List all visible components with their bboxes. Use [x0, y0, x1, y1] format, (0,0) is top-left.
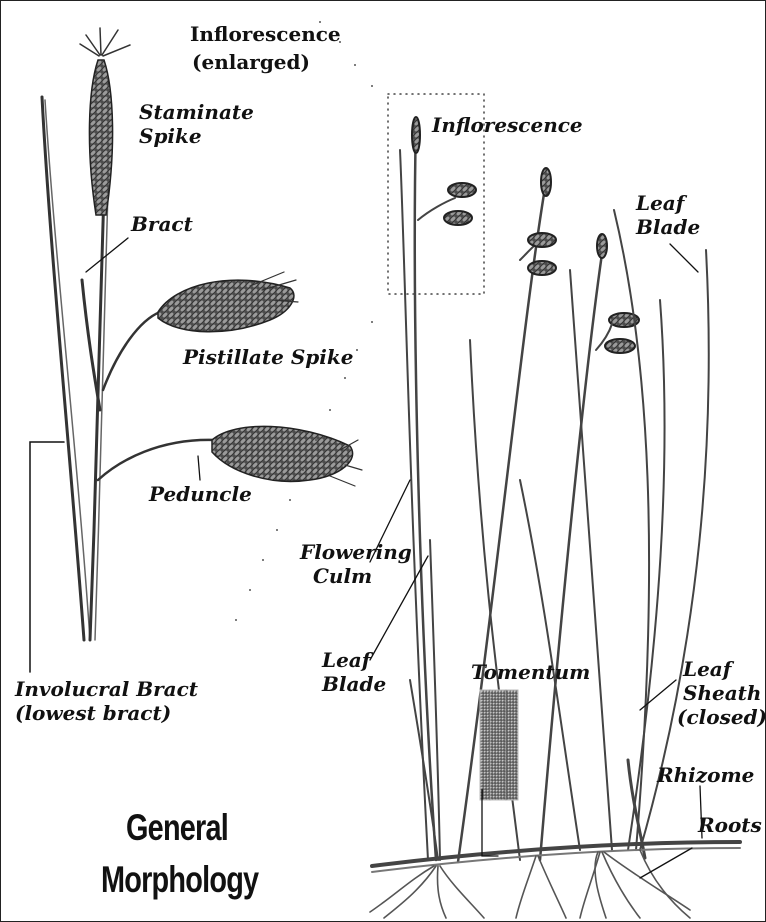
- title-line1: General: [126, 807, 228, 849]
- header-inflorescence-enlarged-line1: Inflorescence: [190, 22, 341, 47]
- label-leaf-sheath-line1: Leaf: [683, 658, 731, 681]
- peduncle-leader: [198, 456, 200, 480]
- header-inflorescence-enlarged-line2: (enlarged): [192, 50, 310, 75]
- involucral-bract-blade: [42, 97, 84, 640]
- label-flowering-culm-line2: Culm: [313, 565, 372, 588]
- label-pistillate-spike: Pistillate Spike: [183, 346, 353, 369]
- label-staminate-spike-line2: Spike: [139, 125, 202, 148]
- label-flowering-culm-line1: Flowering: [300, 541, 412, 564]
- leaf-blade-lower-leader: [370, 556, 428, 660]
- staminate-spike-shape: [89, 60, 112, 215]
- lower-pistillate-spike-shape: [212, 426, 353, 481]
- label-leaf-blade-top-line2: Blade: [636, 216, 700, 239]
- label-involucral-bract-line2: (lowest bract): [15, 702, 171, 725]
- label-staminate-spike-line1: Staminate: [139, 101, 254, 124]
- label-leaf-blade-lower-line2: Blade: [322, 673, 386, 696]
- roots-leader: [640, 848, 692, 878]
- label-peduncle: Peduncle: [149, 483, 252, 506]
- label-leaf-blade-lower-line1: Leaf: [322, 649, 370, 672]
- label-tomentum: Tomentum: [471, 661, 590, 684]
- label-leaf-sheath-line2: Sheath: [683, 682, 761, 705]
- leaf-blade-top-leader: [670, 244, 698, 272]
- label-rhizome: Rhizome: [657, 764, 754, 787]
- pistillate-spike-shape: [158, 280, 294, 332]
- bract-blade: [82, 280, 100, 410]
- label-leaf-sheath-line3: (closed): [677, 706, 766, 729]
- label-inflorescence: Inflorescence: [432, 114, 583, 137]
- label-roots: Roots: [698, 814, 762, 837]
- pistillate-peduncle: [103, 312, 160, 390]
- label-involucral-bract-line1: Involucral Bract: [15, 678, 198, 701]
- involucral-bracket: [30, 442, 64, 672]
- tomentum-swatch: [480, 690, 518, 800]
- label-bract: Bract: [131, 213, 193, 236]
- label-leaf-blade-top-line1: Leaf: [636, 192, 684, 215]
- title-line2: Morphology: [101, 859, 258, 901]
